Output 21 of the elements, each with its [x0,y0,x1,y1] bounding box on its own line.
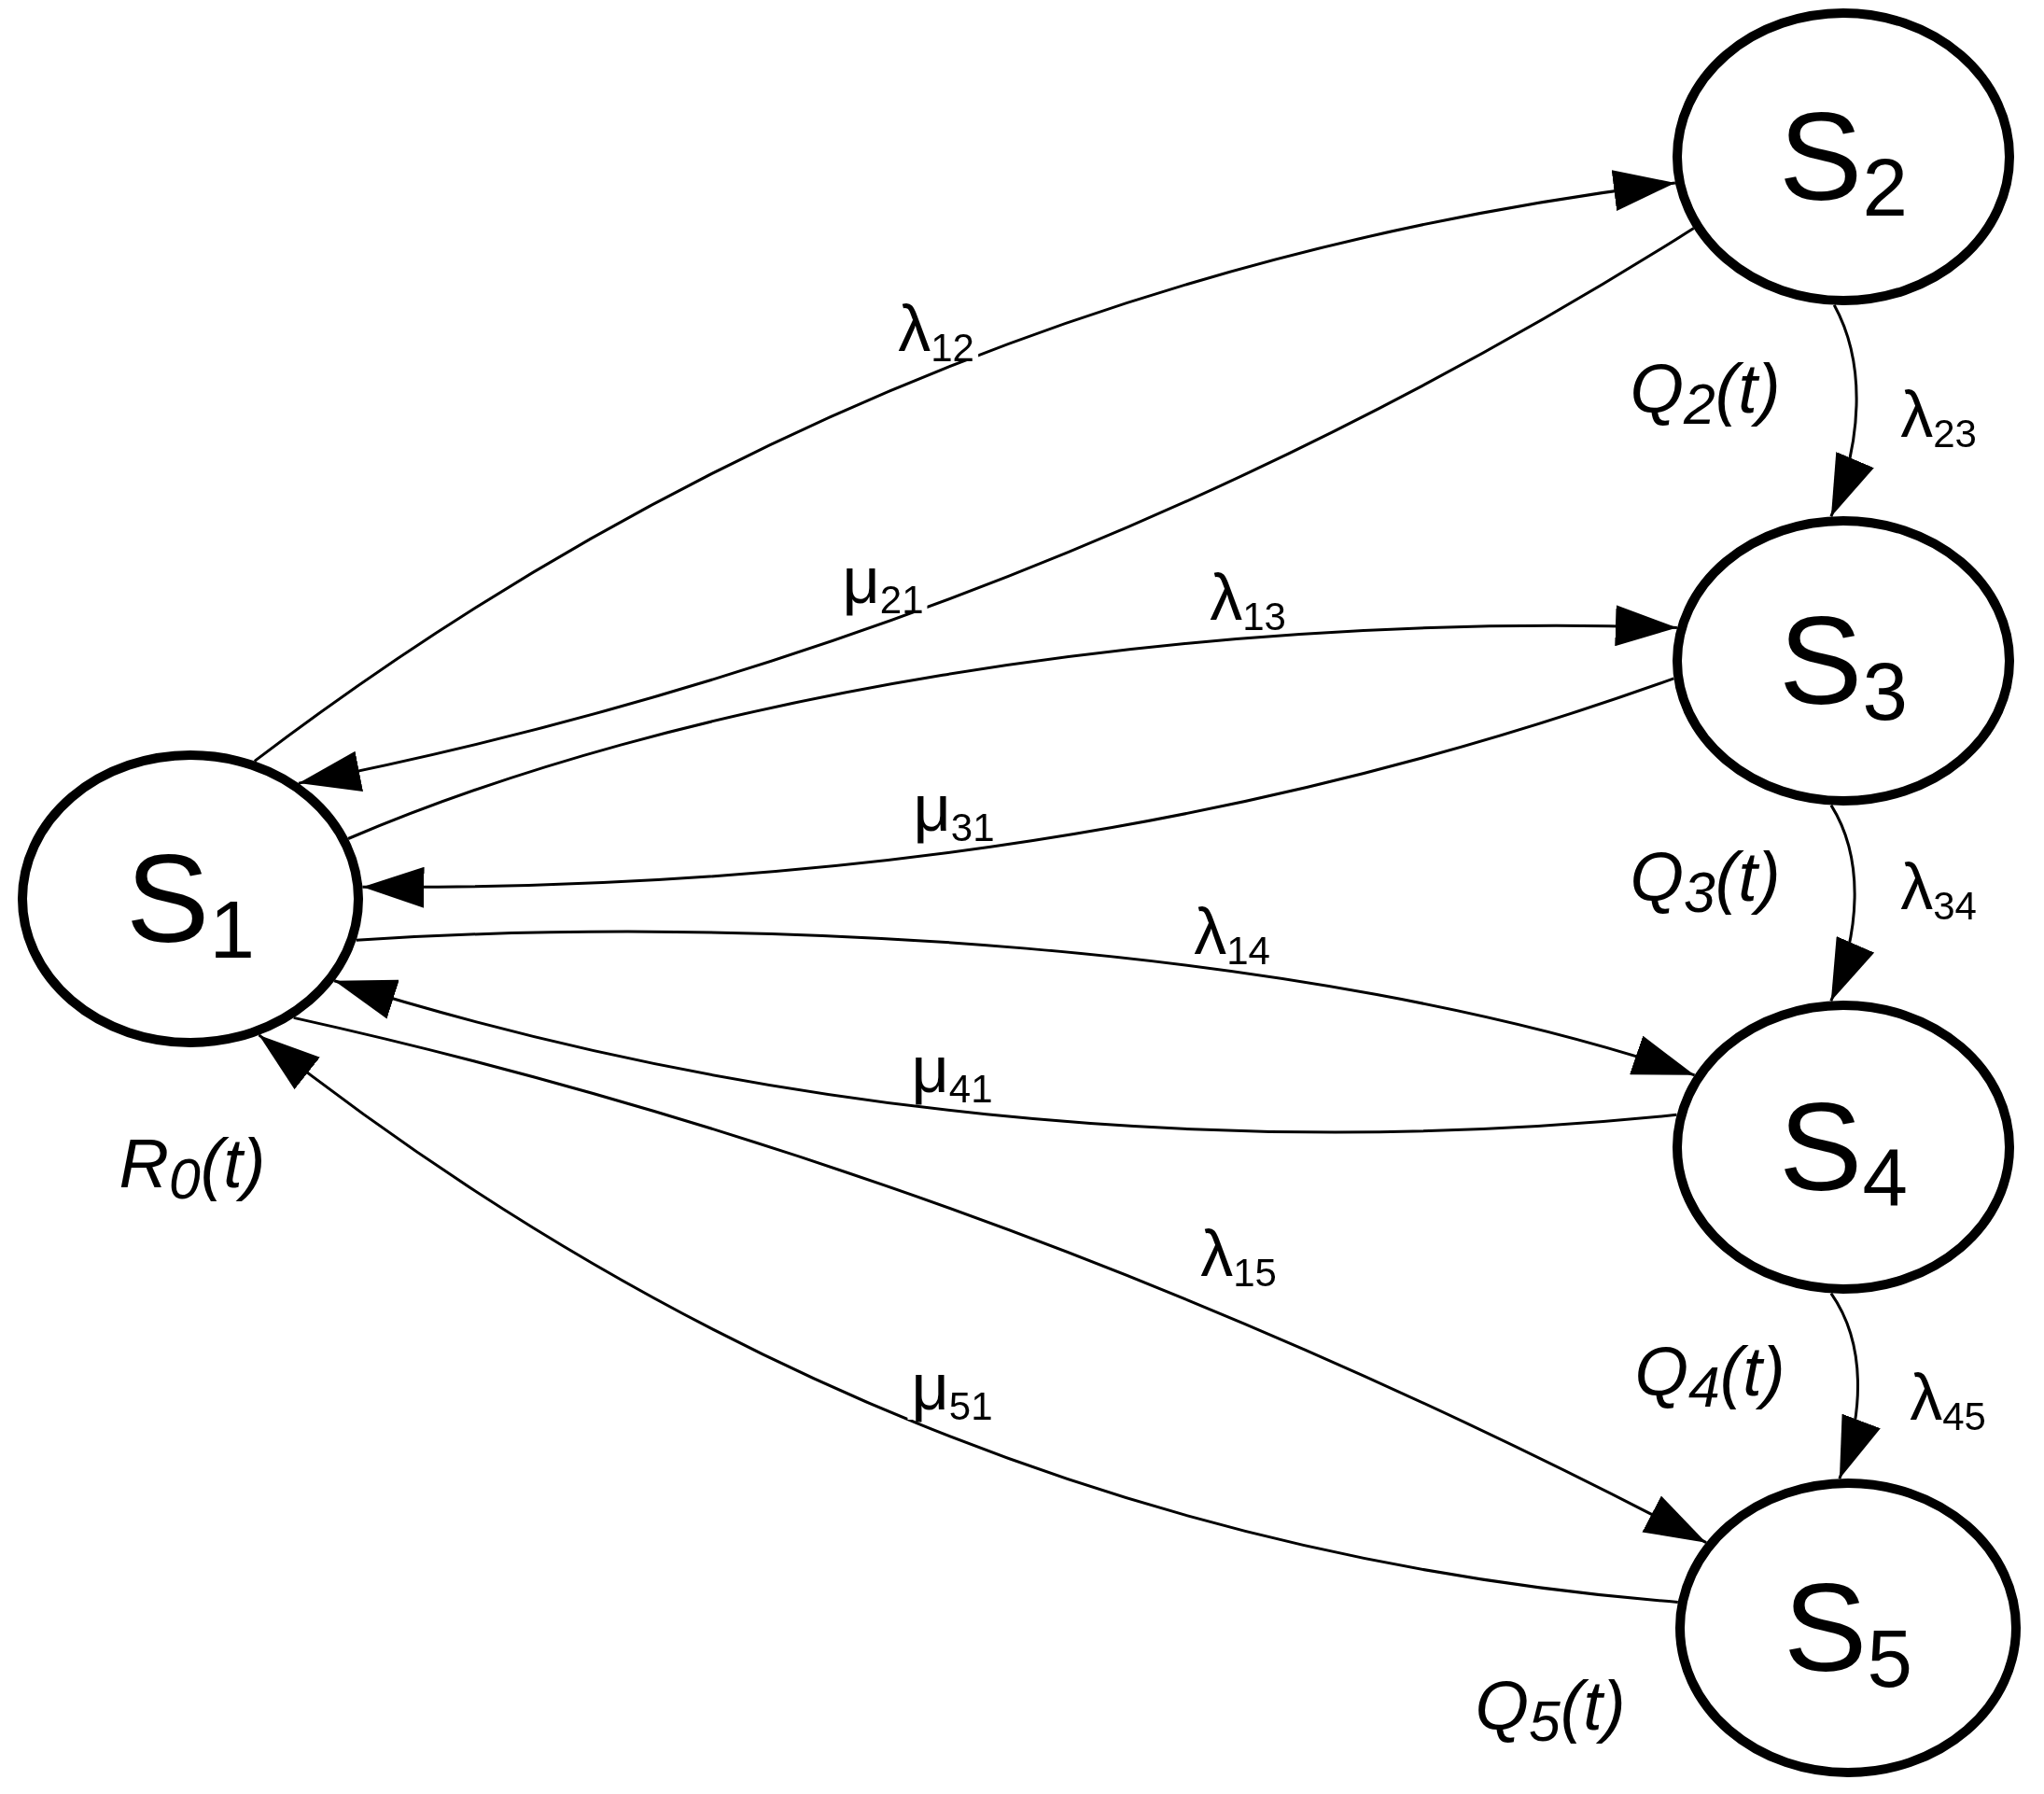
transition-arrow [1829,304,1873,517]
state-label: S$_{2}$ [1779,94,1908,219]
state-ellipse [1673,516,2014,806]
transition-arrow [1829,804,1873,1002]
transition-arrow [362,677,1674,907]
transition-arrow [293,1016,1707,1545]
state-ellipse [1675,1479,2021,1777]
transition-arrow [356,930,1696,1077]
state-label: S$_{4}$ [1779,1085,1908,1210]
state-label: S$_{5}$ [1784,1565,1912,1690]
state-label: S$_{1}$ [126,836,255,961]
state-ellipse [18,750,363,1047]
state-ellipse [1673,1001,2014,1294]
state-ellipse [1673,8,2014,305]
state-label: S$_{3}$ [1779,598,1908,723]
transition-arrow [253,171,1676,763]
transition-arrow [258,1033,1678,1604]
transition-arrow [1829,1292,1880,1479]
transition-arrow [333,978,1677,1134]
transition-arrow [298,227,1695,791]
transition-arrow [347,606,1677,840]
